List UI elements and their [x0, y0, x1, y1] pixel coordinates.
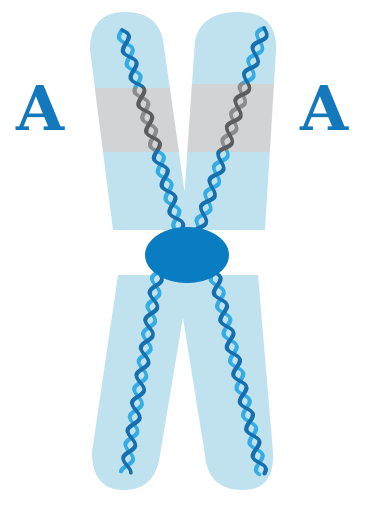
centromere-icon — [145, 227, 229, 283]
gene-locus-bands — [60, 84, 310, 152]
arm-lower-right — [176, 275, 273, 490]
band-left — [60, 88, 200, 152]
allele-label-left: A — [16, 78, 64, 140]
allele-label-right: A — [300, 78, 348, 140]
